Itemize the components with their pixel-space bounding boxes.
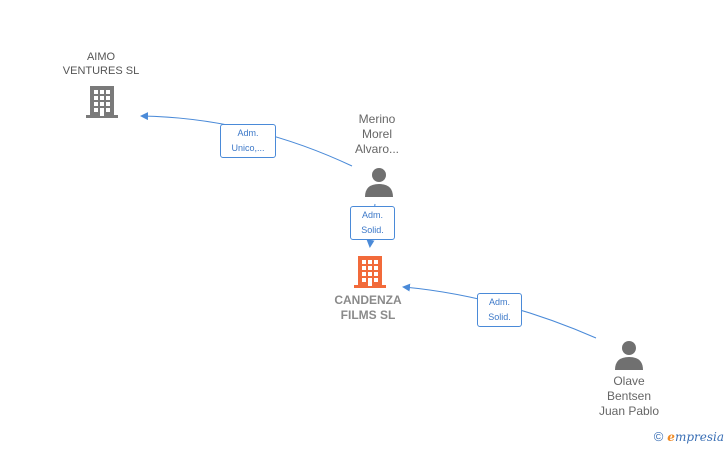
edge-label-merino-candenza: Adm. Solid. bbox=[350, 206, 395, 240]
building-icon[interactable] bbox=[354, 254, 386, 288]
person-label-merino[interactable]: Merino Morel Alvaro... bbox=[354, 112, 399, 156]
copyright-icon: © bbox=[653, 429, 664, 444]
person-icon[interactable] bbox=[614, 340, 644, 370]
company-label-candenza[interactable]: CANDENZA FILMS SL bbox=[334, 293, 402, 322]
person-icon[interactable] bbox=[364, 167, 394, 197]
brand-logo: empresia bbox=[667, 429, 724, 444]
company-label-aimo[interactable]: AIMO VENTURES SL bbox=[62, 51, 140, 77]
building-icon[interactable] bbox=[86, 84, 118, 118]
edge-label-merino-aimo: Adm. Unico,... bbox=[220, 124, 276, 158]
brand-footer: © empresia bbox=[654, 429, 724, 444]
edge-label-olave-candenza: Adm. Solid. bbox=[477, 293, 522, 327]
person-label-olave[interactable]: Olave Bentsen Juan Pablo bbox=[598, 374, 660, 418]
